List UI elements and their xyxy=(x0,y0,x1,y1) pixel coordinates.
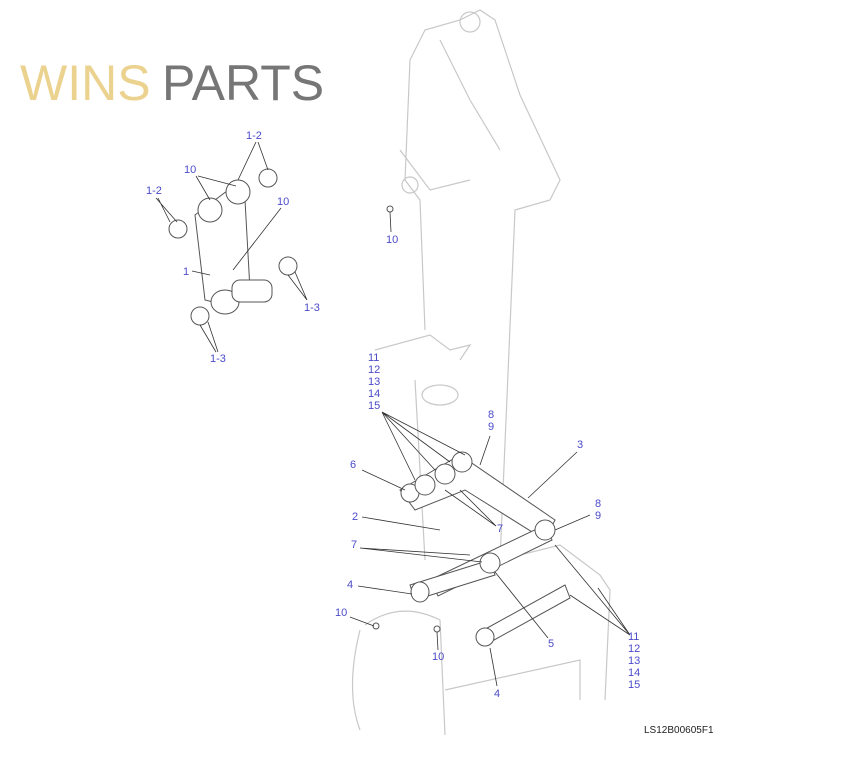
callout-label: 10 xyxy=(335,607,347,619)
callout-label: 1-3 xyxy=(304,302,320,314)
watermark-logo-part2: PARTS xyxy=(162,55,324,111)
callout-pair-right: 9 xyxy=(595,510,601,522)
leader-lines xyxy=(155,141,631,687)
callout-label: 3 xyxy=(577,439,583,451)
callout-label: 1 xyxy=(183,266,189,278)
callout-label: 1-2 xyxy=(146,185,162,197)
callout-label: 4 xyxy=(347,579,353,591)
bucket-links xyxy=(372,205,571,647)
callout-label: 10 xyxy=(432,651,444,663)
callout-stack-lower: 15 xyxy=(628,679,640,691)
watermark-logo-part1: WINS xyxy=(20,55,151,111)
callout-label: 10 xyxy=(386,234,398,246)
callout-stack-lower: 13 xyxy=(628,655,640,667)
callout-pair-upper: 9 xyxy=(488,421,494,433)
boom-outline xyxy=(351,9,611,736)
callout-stack-upper: 15 xyxy=(368,400,380,412)
callout-stack-lower: 14 xyxy=(628,667,640,679)
callout-label: 10 xyxy=(277,196,289,208)
callout-stack-upper: 13 xyxy=(368,376,380,388)
link-assembly xyxy=(168,168,298,326)
callout-stack-lower: 11 xyxy=(628,631,639,643)
callout-label: 1-3 xyxy=(210,353,226,365)
callout-label: 4 xyxy=(494,688,500,700)
callout-label: 10 xyxy=(184,164,196,176)
callout-stack-upper: 12 xyxy=(368,364,380,376)
callout-label: 7 xyxy=(497,523,503,535)
callout-stack-upper: 11 xyxy=(368,352,379,364)
callout-label: 6 xyxy=(350,459,356,471)
callout-stack-lower: 12 xyxy=(628,643,640,655)
callout-label: 5 xyxy=(548,638,554,650)
callout-pair-upper: 8 xyxy=(488,409,494,421)
callout-label: 7 xyxy=(351,539,357,551)
callout-label: 1-2 xyxy=(246,130,262,142)
drawing-code: LS12B00605F1 xyxy=(644,725,714,736)
callout-stack-upper: 14 xyxy=(368,388,380,400)
callout-pair-right: 8 xyxy=(595,498,601,510)
callout-label: 2 xyxy=(352,511,358,523)
